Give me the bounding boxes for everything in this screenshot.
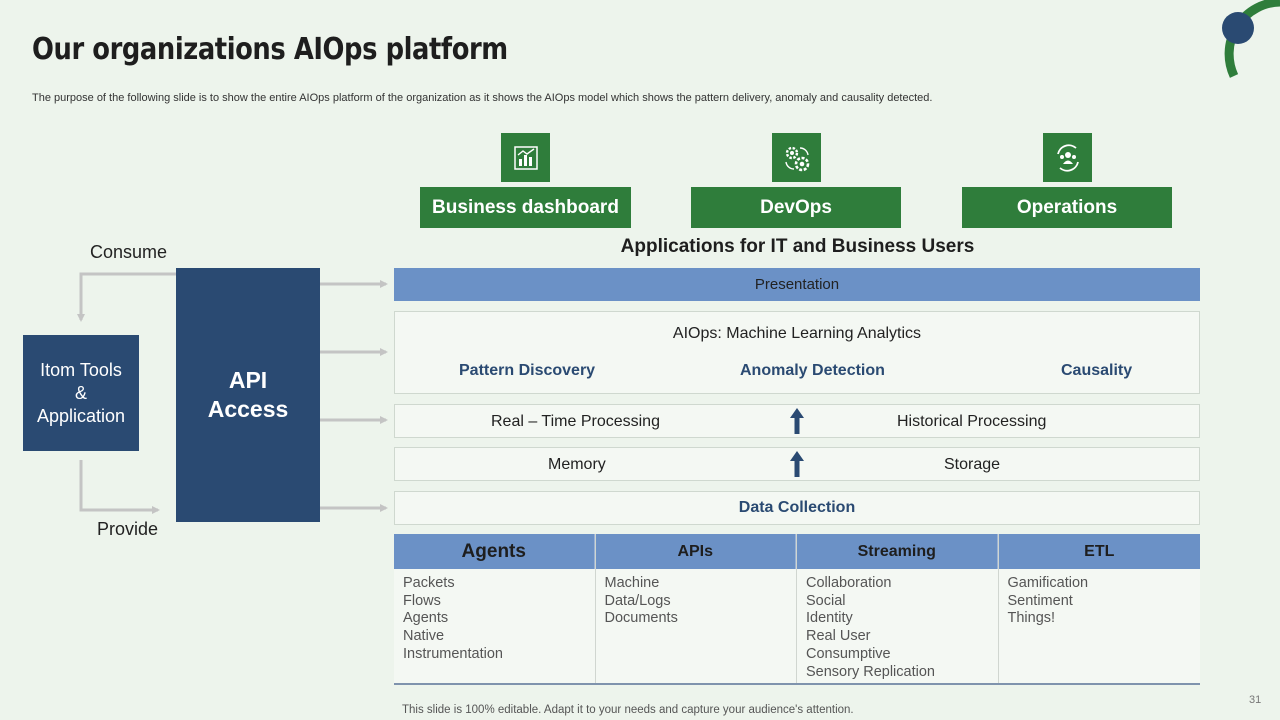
sources-column-streaming: Streaming Collaboration Social Identity …: [797, 534, 999, 683]
realtime-processing-label: Real – Time Processing: [491, 413, 660, 430]
storage-label: Storage: [944, 456, 1001, 473]
memory-label: Memory: [548, 456, 606, 473]
ml-analytics-layer: AIOps: Machine Learning Analytics Patter…: [394, 311, 1200, 394]
team-cycle-icon: [1043, 133, 1092, 182]
footer-note: This slide is 100% editable. Adapt it to…: [402, 704, 854, 716]
list-item: Collaboration: [806, 575, 892, 591]
column-header: ETL: [998, 534, 1200, 569]
itom-tools-box: Itom Tools & Application: [23, 335, 139, 451]
list-item: Social: [806, 592, 846, 609]
business-dashboard-label: Business dashboard: [420, 187, 631, 228]
list-item: Native: [403, 628, 445, 645]
processing-layer: Real – Time Processing Historical Proces…: [394, 404, 1200, 438]
itom-line: Itom Tools: [40, 359, 122, 380]
applications-title: Applications for IT and Business Users: [620, 236, 975, 257]
list-item: Packets: [403, 575, 455, 591]
ml-title: AIOps: Machine Learning Analytics: [672, 325, 922, 342]
sources-column-etl: ETL Gamification Sentiment Things!: [998, 534, 1200, 683]
api-line: API: [228, 367, 268, 393]
anomaly-detection-label: Anomaly Detection: [740, 362, 885, 379]
list-item: Instrumentation: [403, 645, 503, 662]
list-item: Gamification: [1007, 575, 1089, 591]
list-item: Things!: [1007, 610, 1056, 627]
list-item: Machine: [604, 575, 660, 591]
list-item: Flows: [403, 592, 441, 609]
operations-label: Operations: [962, 187, 1172, 228]
page-number: 31: [1249, 694, 1262, 706]
chart-icon: [501, 133, 550, 182]
itom-line: &: [74, 382, 87, 403]
api-line: Access: [207, 396, 289, 422]
storage-layer: Memory Storage: [394, 447, 1200, 481]
sources-column-apis: APIs Machine Data/Logs Documents: [595, 534, 797, 683]
causality-label: Causality: [1061, 362, 1133, 379]
up-arrow-icon: [790, 408, 804, 434]
pattern-discovery-label: Pattern Discovery: [459, 362, 596, 379]
list-item: Real User: [806, 628, 871, 645]
data-collection-layer: Data Collection: [394, 491, 1200, 525]
column-header: Agents: [394, 534, 595, 569]
page-subtitle: The purpose of the following slide is to…: [32, 92, 933, 104]
list-item: Consumptive: [806, 645, 891, 662]
api-access-box: API Access: [176, 268, 320, 522]
gears-icon: [772, 133, 821, 182]
presentation-layer: Presentation: [394, 268, 1200, 301]
list-item: Identity: [806, 610, 853, 627]
itom-line: Application: [36, 405, 126, 426]
up-arrow-icon: [790, 451, 804, 477]
page-title: Our organizations AIOps platform: [32, 32, 508, 67]
list-item: Sentiment: [1007, 592, 1073, 609]
provide-label: Provide: [97, 519, 159, 539]
consume-label: Consume: [90, 242, 168, 262]
corner-decoration: [1220, 0, 1280, 90]
devops-label: DevOps: [691, 187, 901, 228]
connector-arrows: [77, 272, 388, 514]
list-item: Agents: [403, 610, 449, 627]
list-item: Documents: [604, 610, 678, 627]
sources-column-agents: Agents Packets Flows Agents Native Instr…: [394, 534, 596, 683]
column-header: Streaming: [797, 534, 998, 569]
list-item: Sensory Replication: [806, 663, 935, 680]
historical-processing-label: Historical Processing: [897, 413, 1047, 430]
column-header: APIs: [595, 534, 796, 569]
list-item: Data/Logs: [604, 592, 671, 609]
sources-table: Agents Packets Flows Agents Native Instr…: [394, 534, 1200, 685]
